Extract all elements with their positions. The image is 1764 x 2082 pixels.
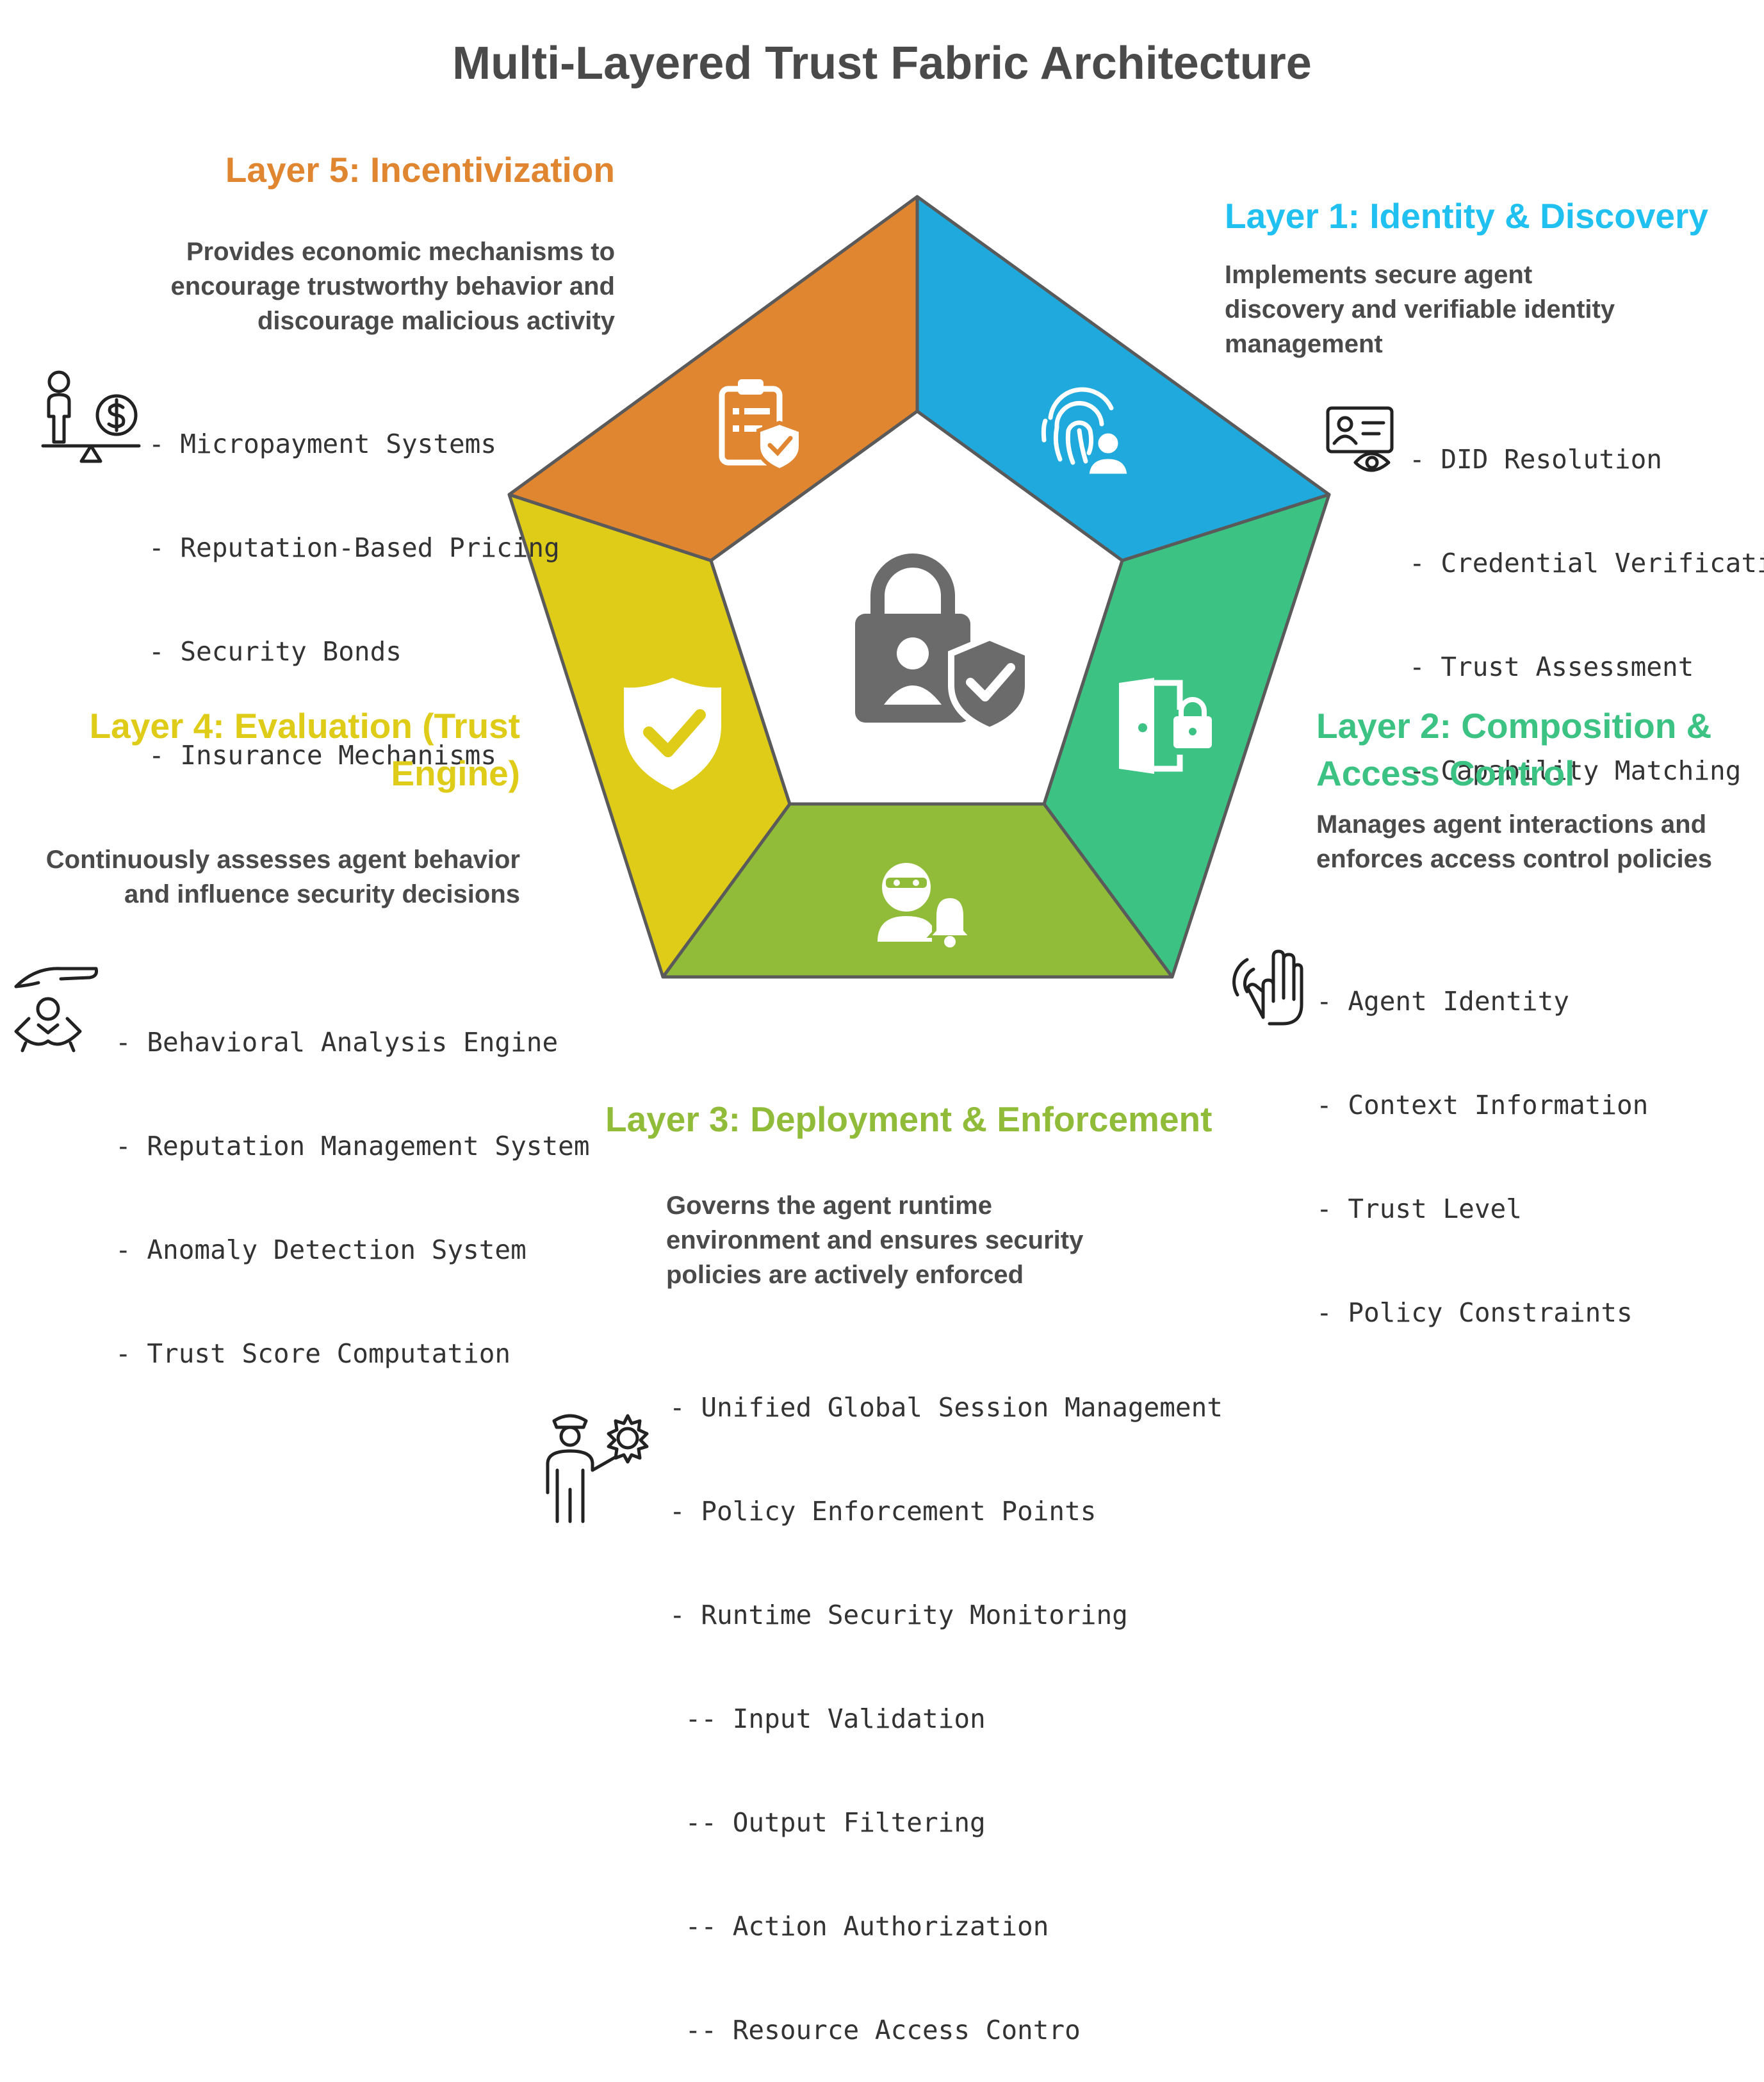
layer5-description: Provides economic mechanisms to encourag… <box>170 238 615 335</box>
list-item: - Reputation-Based Pricing <box>149 532 560 563</box>
list-item: - Trust Level <box>1316 1193 1522 1224</box>
pentagon-diagram <box>507 195 1331 979</box>
list-item: - Security Bonds <box>149 636 402 667</box>
clipboard-shield-icon <box>719 379 803 473</box>
list-item: - Behavioral Analysis Engine <box>115 1027 559 1058</box>
list-item: - DID Resolution <box>1409 444 1662 475</box>
list-item: - Context Information <box>1316 1090 1649 1120</box>
hand-care-person-icon <box>14 967 98 1053</box>
list-item: - Micropayment Systems <box>149 429 497 459</box>
list-item: - Trust Score Computation <box>115 1338 511 1369</box>
list-item: - Agent Identity <box>1316 986 1569 1017</box>
layer1-description: Implements secure agent discovery and ve… <box>1225 261 1615 358</box>
list-item: - Runtime Security Monitoring <box>669 1600 1128 1630</box>
page-title: Multi-Layered Trust Fabric Architecture <box>452 38 1312 89</box>
layer3-item-list: - Unified Global Session Management - Po… <box>669 1321 1223 2082</box>
list-item: - Unified Global Session Management <box>669 1392 1223 1423</box>
layer4-description: Continuously assesses agent behavior and… <box>45 846 520 908</box>
layer4-item-list: - Behavioral Analysis Engine - Reputatio… <box>115 956 590 1406</box>
list-item: - Capability Matching <box>1409 755 1742 786</box>
list-item: - Reputation Management System <box>115 1131 590 1161</box>
person-scale-money-icon <box>41 370 141 463</box>
list-item: - Policy Enforcement Points <box>669 1496 1097 1527</box>
door-lock-icon <box>1119 678 1212 774</box>
layer2-description: Manages agent interactions and enforces … <box>1316 810 1713 873</box>
list-item: - Insurance Mechanisms <box>149 740 497 771</box>
layer5-item-list: - Micropayment Systems - Reputation-Base… <box>149 357 560 807</box>
list-item: -- Input Validation <box>669 1703 986 1734</box>
list-item: - Trust Assessment <box>1409 652 1694 682</box>
shield-check-icon <box>624 678 721 790</box>
layer5-title: Layer 5: Incentivization <box>225 150 615 190</box>
list-item: - Credential Verification <box>1409 548 1764 578</box>
list-item: -- Output Filtering <box>669 1807 986 1838</box>
list-item: -- Action Authorization <box>669 1911 1049 1942</box>
list-item: - Policy Constraints <box>1316 1297 1633 1328</box>
layer2-title: Layer 2: Composition & Access Control <box>1316 706 1712 793</box>
id-card-eye-icon <box>1326 406 1394 472</box>
layer2-item-list: - Agent Identity - Context Information -… <box>1316 915 1648 1365</box>
layer1-title: Layer 1: Identity & Discovery <box>1225 196 1709 236</box>
intruder-alert-icon <box>878 863 974 947</box>
list-item: - Anomaly Detection System <box>115 1234 527 1265</box>
lock-user-shield-icon <box>855 553 1031 734</box>
layer4-title: Layer 4: Evaluation (Trust Engine) <box>89 706 520 793</box>
layer3-description: Governs the agent runtime environment an… <box>666 1192 1084 1289</box>
list-item: -- Resource Access Contro <box>669 2015 1081 2045</box>
fingerprint-user-icon <box>1041 387 1131 477</box>
layer3-title: Layer 3: Deployment & Enforcement <box>605 1099 1213 1139</box>
officer-gear-icon <box>546 1414 649 1523</box>
hand-touch-icon <box>1232 949 1303 1026</box>
layer1-item-list: - DID Resolution - Credential Verificati… <box>1409 373 1764 823</box>
